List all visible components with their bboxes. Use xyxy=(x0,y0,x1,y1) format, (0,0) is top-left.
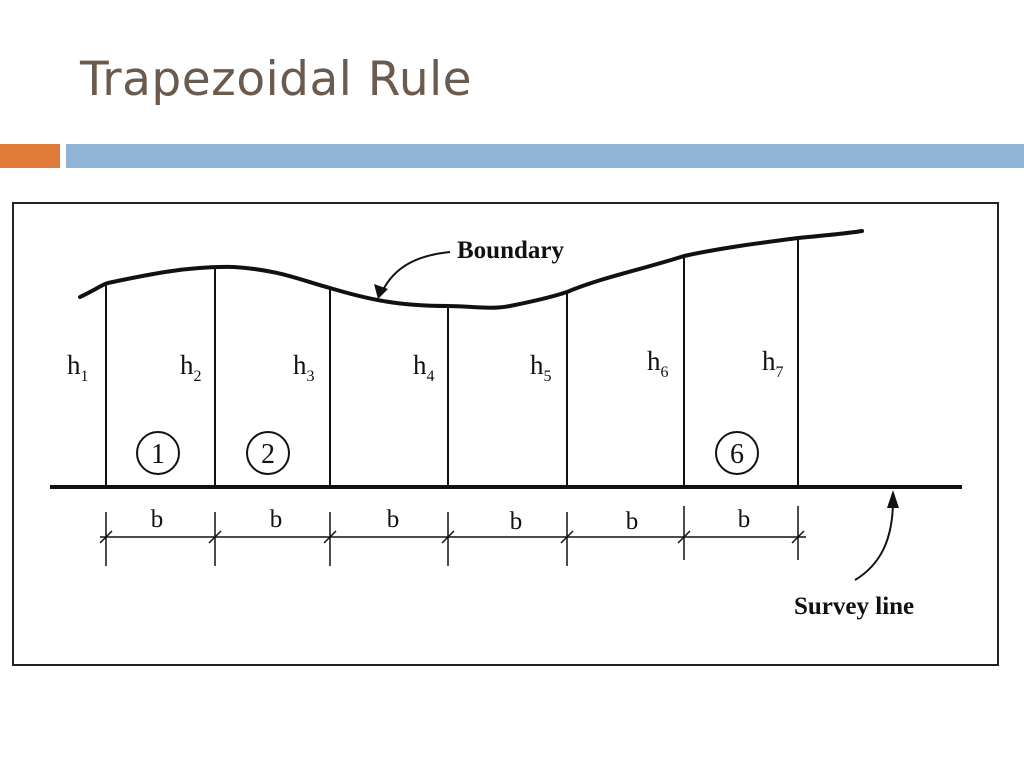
slide-title: Trapezoidal Rule xyxy=(80,52,473,107)
survey-line-label: Survey line xyxy=(794,593,914,620)
survey-line-arrowhead xyxy=(887,490,899,508)
ordinate-label: h1 xyxy=(67,350,89,385)
interval-label: b xyxy=(510,508,523,535)
ordinate-label: h5 xyxy=(530,350,552,385)
strip-number-circle xyxy=(246,431,290,475)
title-accent-bar-blue xyxy=(66,144,1024,168)
diagram-frame xyxy=(12,202,999,666)
survey-line-leader-arrow xyxy=(854,499,894,581)
strip-number-circle xyxy=(136,431,180,475)
ordinate-label: h6 xyxy=(647,346,669,381)
strip-number: 2 xyxy=(261,439,275,470)
interval-label: b xyxy=(270,506,283,533)
boundary-curve xyxy=(78,229,864,310)
strip-number: 1 xyxy=(151,439,165,470)
ordinate-label: h7 xyxy=(762,346,784,381)
boundary-arrowhead xyxy=(374,284,388,299)
boundary-label: Boundary xyxy=(457,237,564,264)
ordinate-label: h2 xyxy=(180,350,202,385)
strip-number: 6 xyxy=(730,439,744,470)
interval-label: b xyxy=(151,506,164,533)
interval-label: b xyxy=(738,506,751,533)
boundary-leader-arrow xyxy=(381,251,451,293)
ordinate-label: h3 xyxy=(293,350,315,385)
title-accent-bar-orange xyxy=(0,144,60,168)
interval-label: b xyxy=(387,506,400,533)
interval-ticks xyxy=(99,506,805,566)
strip-number-circle xyxy=(715,431,759,475)
interval-label: b xyxy=(626,508,639,535)
ordinate-label: h4 xyxy=(413,350,435,385)
